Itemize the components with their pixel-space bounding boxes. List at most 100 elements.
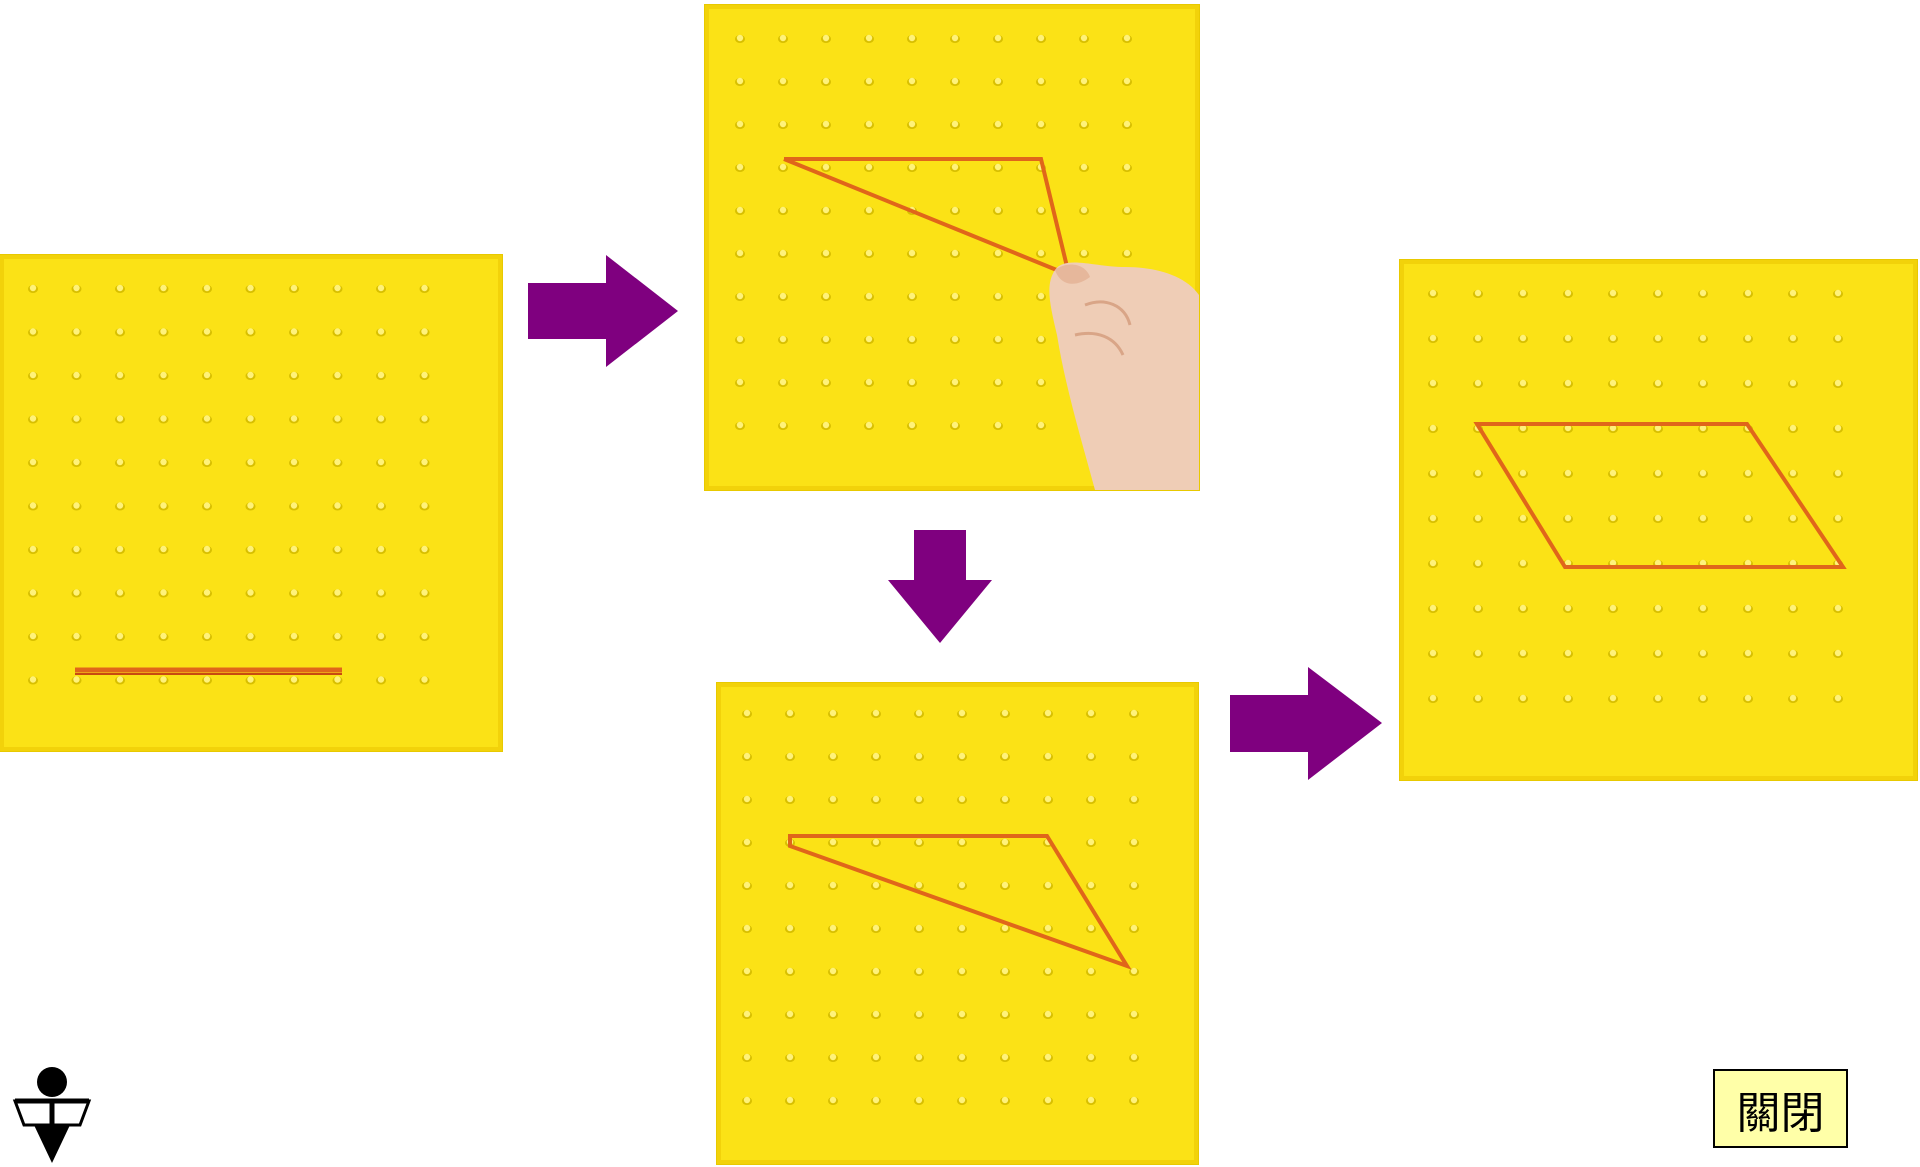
peg-highlight	[1564, 289, 1572, 297]
peg-highlight	[73, 632, 80, 640]
peg-highlight	[915, 967, 923, 975]
peg-highlight	[1130, 1010, 1138, 1018]
peg-highlight	[1087, 838, 1095, 846]
peg-highlight	[779, 163, 787, 171]
peg-highlight	[958, 1010, 966, 1018]
peg-highlight	[73, 371, 80, 379]
peg-highlight	[743, 967, 751, 975]
peg-highlight	[1609, 559, 1617, 567]
peg-highlight	[786, 709, 794, 717]
peg-highlight	[1087, 881, 1095, 889]
peg-highlight	[1474, 379, 1482, 387]
peg-highlight	[736, 163, 744, 171]
peg-highlight	[1789, 649, 1797, 657]
peg-highlight	[334, 632, 341, 640]
peg-highlight	[421, 502, 428, 509]
peg-highlight	[116, 676, 124, 683]
peg-highlight	[377, 502, 385, 509]
peg-highlight	[203, 632, 211, 640]
peg-highlight	[872, 838, 880, 846]
peg-highlight	[421, 328, 428, 335]
peg-highlight	[872, 1053, 880, 1061]
peg-highlight	[1654, 604, 1662, 612]
close-button[interactable]: 關閉	[1713, 1069, 1848, 1148]
peg-highlight	[73, 284, 80, 292]
peg-highlight	[1744, 514, 1752, 522]
peg-highlight	[958, 838, 966, 846]
peg-highlight	[1654, 334, 1662, 342]
peg-highlight	[994, 249, 1002, 257]
peg-highlight	[786, 881, 794, 889]
peg-highlight	[334, 284, 341, 292]
peg-highlight	[1654, 289, 1662, 297]
peg-highlight	[915, 838, 923, 846]
peg-highlight	[1744, 559, 1752, 567]
peg-highlight	[1080, 249, 1088, 257]
peg-highlight	[829, 838, 837, 846]
peg-highlight	[908, 249, 916, 257]
peg-highlight	[334, 676, 341, 683]
peg-highlight	[779, 77, 787, 85]
peg-highlight	[908, 421, 916, 429]
peg-highlight	[1564, 649, 1572, 657]
peg-highlight	[1564, 514, 1572, 522]
peg-highlight	[908, 77, 916, 85]
peg-highlight	[421, 284, 428, 292]
peg-highlight	[736, 335, 744, 343]
peg-highlight	[872, 967, 880, 975]
peg-highlight	[958, 1096, 966, 1104]
peg-highlight	[1130, 795, 1138, 803]
peg-highlight	[872, 795, 880, 803]
peg-highlight	[865, 163, 873, 171]
peg-highlight	[29, 589, 37, 596]
peg-highlight	[1080, 77, 1088, 85]
peg-highlight	[829, 795, 837, 803]
peg-highlight	[779, 249, 787, 257]
peg-highlight	[958, 795, 966, 803]
peg-highlight	[334, 502, 341, 509]
peg-highlight	[1123, 77, 1131, 85]
peg-highlight	[160, 589, 167, 596]
peg-highlight	[116, 589, 124, 596]
peg-highlight	[421, 545, 428, 553]
peg-highlight	[1044, 1010, 1052, 1018]
peg-highlight	[779, 206, 787, 214]
peg-highlight	[1087, 1053, 1095, 1061]
peg-highlight	[994, 335, 1002, 343]
peg-highlight	[736, 77, 744, 85]
peg-highlight	[247, 632, 254, 640]
peg-highlight	[1564, 379, 1572, 387]
peg-highlight	[736, 378, 744, 386]
peg-highlight	[1044, 1096, 1052, 1104]
geoboard-stretching	[705, 5, 1199, 490]
peg-highlight	[73, 328, 80, 335]
peg-highlight	[865, 421, 873, 429]
peg-highlight	[951, 249, 959, 257]
peg-highlight	[247, 676, 254, 683]
peg-highlight	[915, 1053, 923, 1061]
peg-highlight	[1789, 424, 1797, 432]
peg-highlight	[1130, 752, 1138, 760]
peg-highlight	[1123, 206, 1131, 214]
peg-highlight	[822, 34, 830, 42]
peg-highlight	[160, 545, 167, 553]
peg-highlight	[290, 458, 298, 466]
peg-highlight	[1037, 249, 1045, 257]
peg-highlight	[1654, 424, 1662, 432]
presenter-icon[interactable]	[12, 1065, 92, 1163]
peg-highlight	[786, 924, 794, 932]
peg-highlight	[116, 328, 124, 335]
peg-highlight	[1123, 34, 1131, 42]
peg-highlight	[1037, 34, 1045, 42]
peg-highlight	[958, 709, 966, 717]
peg-highlight	[736, 249, 744, 257]
peg-highlight	[1001, 924, 1009, 932]
peg-highlight	[73, 589, 80, 596]
peg-highlight	[1789, 379, 1797, 387]
peg-highlight	[908, 335, 916, 343]
peg-highlight	[1789, 604, 1797, 612]
peg-highlight	[786, 752, 794, 760]
peg-highlight	[1130, 709, 1138, 717]
peg-highlight	[1609, 379, 1617, 387]
peg-highlight	[779, 335, 787, 343]
